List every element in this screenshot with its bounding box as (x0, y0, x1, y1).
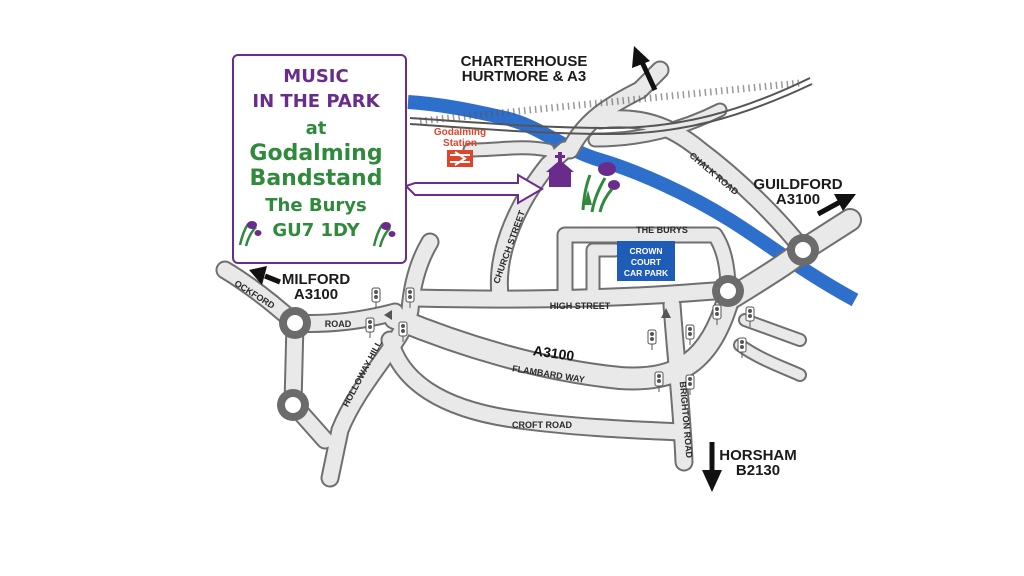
station-label-2: Station (443, 138, 477, 149)
street-a3100: A3100 (532, 342, 575, 364)
street-road: ROAD (325, 319, 352, 329)
street-high-street: HIGH STREET (550, 301, 611, 311)
dest-horsham-1: HORSHAM (719, 447, 797, 464)
arrow-icon (702, 442, 722, 492)
dest-guildford-2: A3100 (776, 191, 820, 208)
traffic-light-icon (405, 287, 415, 308)
dest-north-1: CHARTERHOUSE (461, 53, 588, 70)
traffic-light-icon (365, 317, 375, 338)
traffic-light-icon (654, 371, 664, 392)
info-line-5: Bandstand (250, 166, 383, 191)
one-way-arrow-icon (661, 308, 671, 318)
traffic-light-icon (685, 374, 695, 395)
info-line-2: IN THE PARK (252, 91, 380, 112)
dest-horsham-2: B2130 (736, 462, 780, 479)
one-way-arrow-icon (384, 310, 392, 320)
roundabout-icon (787, 234, 819, 266)
roundabout-icon (277, 389, 309, 421)
roads-fill (217, 62, 860, 486)
street-the-burys: THE BURYS (636, 225, 688, 235)
info-line-1: MUSIC (283, 66, 348, 87)
arrow-icon (816, 194, 856, 217)
roundabout-icon (712, 275, 744, 307)
dest-guildford-1: GUILDFORD (753, 176, 842, 193)
traffic-light-icon (745, 306, 755, 327)
arrow-icon (632, 46, 658, 92)
car-park-label-3: CAR PARK (624, 268, 669, 278)
flower-icon (581, 162, 620, 213)
flower-icon (372, 222, 396, 248)
info-line-3: at (306, 118, 327, 139)
traffic-lights (365, 287, 755, 395)
info-box (232, 54, 407, 264)
car-park-sign (617, 241, 675, 281)
traffic-light-icon (685, 324, 695, 345)
dest-north-2: HURTMORE & A3 (462, 68, 586, 85)
traffic-light-icon (737, 337, 747, 358)
info-line-6: The Burys (265, 195, 366, 216)
station-label-1: Godalming (434, 127, 486, 138)
car-park-label-2: COURT (631, 257, 662, 267)
info-line-4: Godalming (249, 141, 382, 166)
street-croft-road: CROFT ROAD (512, 420, 572, 430)
dest-milford-2: A3100 (294, 286, 338, 303)
church-icon (546, 152, 574, 187)
traffic-light-icon (398, 321, 408, 342)
roundabout-icon (279, 307, 311, 339)
flower-icon (238, 221, 262, 247)
car-park-label-1: CROWN (629, 246, 662, 256)
info-line-7: GU7 1DY (272, 220, 360, 241)
station-icon (447, 150, 473, 167)
arrow-icon (249, 266, 281, 285)
traffic-light-icon (371, 287, 381, 308)
traffic-light-icon (647, 329, 657, 350)
dest-milford-1: MILFORD (282, 271, 350, 288)
traffic-light-icon (712, 304, 722, 325)
railway (409, 77, 813, 136)
pointer-arrow-icon (404, 173, 544, 205)
